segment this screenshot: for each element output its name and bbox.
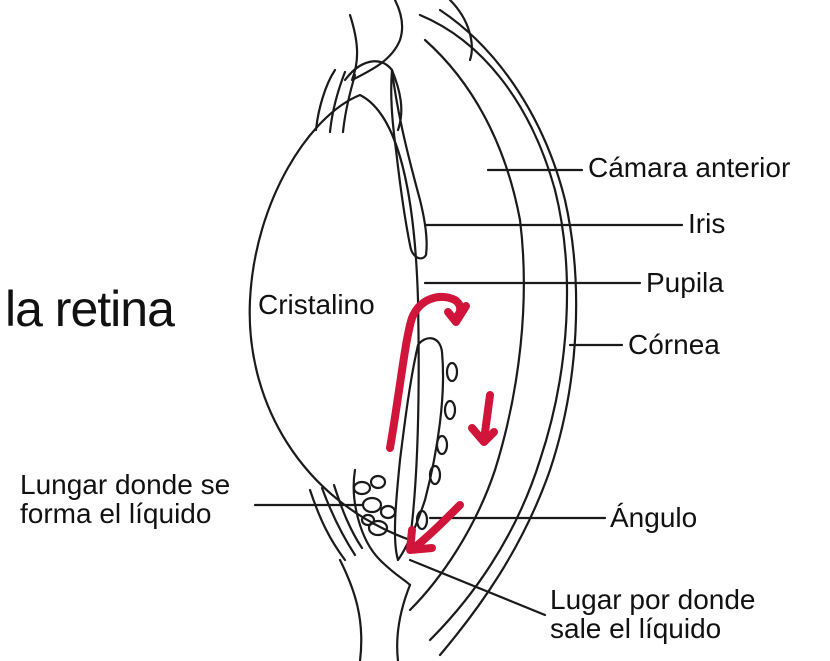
ciliary-upper-2 [330, 72, 345, 132]
label-camara-anterior: Cámara anterior [588, 153, 790, 182]
ciliary-process-3 [363, 498, 381, 512]
ciliary-process-1 [354, 482, 370, 494]
sclera-top-right [450, 0, 472, 60]
heading-fragment: la retina [5, 283, 174, 336]
ciliary-process-2 [371, 476, 385, 488]
label-lugar-salida: Lugar por donde sale el líquido [550, 585, 756, 644]
ciliary-process-4 [381, 506, 395, 518]
label-pupila: Pupila [646, 268, 724, 297]
label-cornea: Córnea [628, 330, 720, 359]
label-iris: Iris [688, 209, 725, 238]
cornea-inner [440, 10, 576, 655]
label-cristalino: Cristalino [258, 290, 375, 319]
crypt-3 [437, 436, 447, 454]
sclera-lower [340, 560, 361, 661]
sclera-lower-2 [397, 585, 410, 661]
crypt-1 [447, 363, 457, 381]
crypt-2 [445, 401, 455, 419]
cornea-outer [420, 15, 567, 640]
label-angulo: Ángulo [610, 503, 697, 532]
label-lugar-liquido-forma: Lungar donde se forma el líquido [20, 470, 230, 529]
iris-upper [391, 70, 426, 258]
